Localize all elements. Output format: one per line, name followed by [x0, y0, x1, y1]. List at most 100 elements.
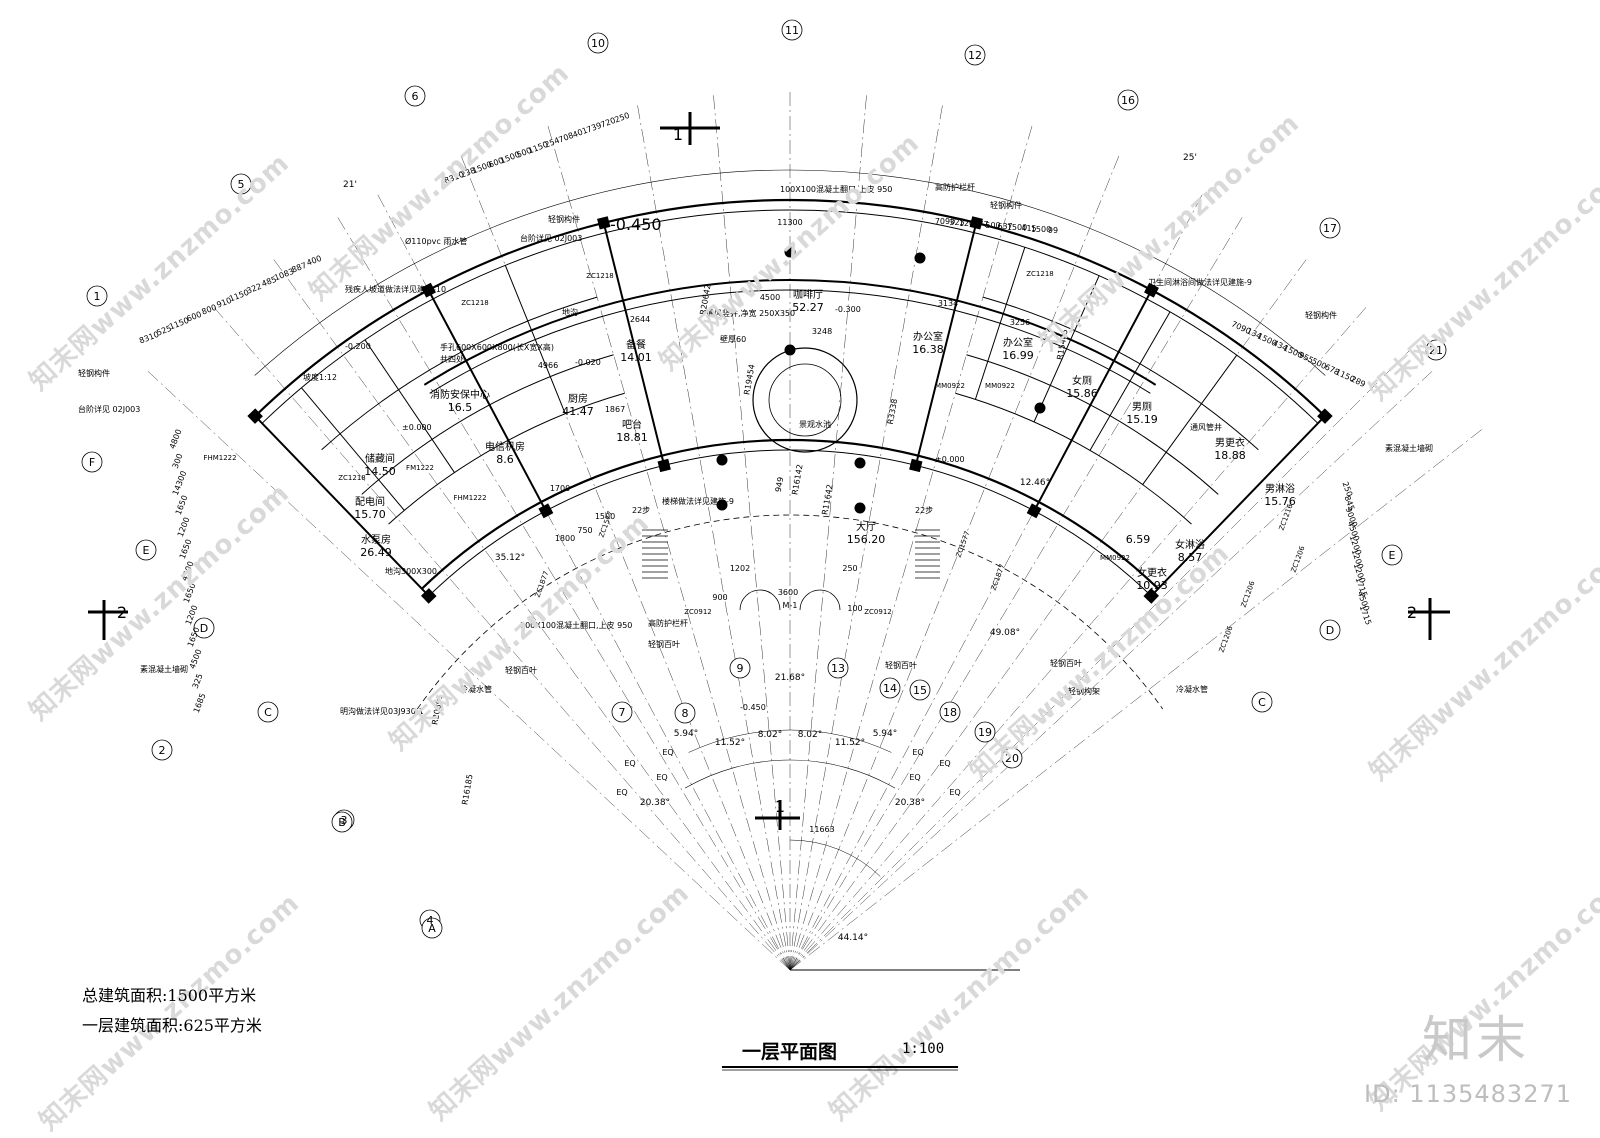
column-square	[421, 282, 436, 298]
axis-bubble-6	[404, 85, 426, 107]
dim-left: 1200	[176, 516, 192, 538]
drawing-scale: 1:100	[902, 1041, 945, 1057]
axis-label-7: 7	[619, 706, 626, 719]
label-ramp-slope: 坡度1:12	[303, 372, 337, 382]
room-name: 女厕	[1072, 374, 1092, 387]
room-name: 消防安保中心	[430, 388, 490, 401]
room-name: 女更衣	[1137, 566, 1167, 579]
axis-bubble-7	[611, 701, 633, 723]
room-name: 配电间	[355, 495, 385, 508]
column-square	[1144, 282, 1159, 298]
room-partition	[1142, 354, 1238, 485]
plan-geometry	[88, 90, 1484, 971]
room-partition	[432, 298, 509, 441]
axis-label-16: 16	[1121, 94, 1135, 107]
axis-bubble-B-0	[331, 811, 353, 833]
dim-angle: 21.68°	[775, 673, 805, 683]
room-name: 水泵房	[361, 533, 391, 546]
dim-center: 11663	[809, 825, 834, 834]
room-area: 8.6	[496, 453, 514, 466]
axis-line-7	[547, 124, 791, 971]
column-round-1	[784, 344, 796, 356]
room-partition	[974, 247, 1026, 400]
dim-left: 1685	[192, 692, 208, 714]
room-area: 18.88	[1214, 449, 1246, 462]
room-name: 女淋浴	[1175, 538, 1205, 551]
axis-label-1: 1	[94, 290, 101, 303]
room-area: 15.76	[1264, 495, 1296, 508]
label-level-m200: -0.200	[345, 342, 371, 351]
axis-line-13	[789, 124, 1033, 971]
label-water-pipe: Ø110pvc 雨水管	[405, 236, 467, 246]
room-area: 6.59	[1126, 533, 1151, 546]
column-square	[597, 216, 611, 230]
dim-misc: 1800	[555, 534, 575, 543]
label-trench-size: 地沟300X300	[385, 566, 437, 576]
label-ac-pipe-right: 冷凝水管	[1176, 684, 1208, 694]
wall-ray-5	[1150, 415, 1326, 597]
label-wall-thickness: 壁厚60	[720, 334, 746, 344]
room-name: 男淋浴	[1265, 482, 1295, 495]
column-round-3	[854, 457, 866, 469]
room-arc-left	[361, 354, 614, 495]
dim-left: 4800	[168, 428, 184, 450]
dim-top-right: 500	[985, 221, 1000, 230]
axis-label-10: 10	[591, 37, 605, 50]
axis-line-11	[789, 93, 867, 971]
label-toilet-note: 卫生间淋浴间做法详见建施-9	[1148, 277, 1252, 287]
dim-top-left-2: 322	[245, 282, 262, 296]
label-step-detail-2: 台阶详见 02J003	[78, 404, 140, 414]
axis-label-12: 12	[968, 49, 982, 62]
room-area: 14.01	[620, 351, 652, 364]
window-tag: ZC1206	[1240, 580, 1257, 609]
dim-misc: 1202	[730, 564, 750, 573]
column-round-2	[716, 454, 728, 466]
dim-top-left-2: 800	[200, 303, 217, 317]
room-name: 咖啡厅	[793, 289, 823, 301]
label-concrete-hole-1: 100X100混凝土翻口,上皮 950	[780, 184, 892, 194]
axis-bubble-D-0	[193, 617, 215, 639]
axis-line-19	[789, 347, 1413, 971]
column-square	[421, 588, 437, 604]
dim-misc: 1867	[605, 405, 625, 414]
dim-center: R11642	[820, 484, 834, 516]
window-tag: ZC0912	[684, 608, 712, 616]
column-round-4	[716, 499, 728, 511]
axis-bubble-8	[674, 702, 696, 724]
dim-angle: 8.02°	[758, 730, 783, 740]
window-tag: ZC1206	[1218, 625, 1235, 654]
axis-label-17: 17	[1323, 222, 1337, 235]
dim-center: 11300	[777, 218, 802, 227]
label-steel-member-3: 轻钢构件	[1305, 310, 1337, 320]
dim-angle: 5.94°	[674, 729, 699, 739]
axis-label-E: E	[1389, 549, 1396, 562]
axis-line-8	[636, 103, 791, 971]
eq-dim-arc	[688, 729, 892, 753]
label-level-m020: -0.020	[575, 358, 601, 367]
image-id-tag: ID: 1135483271	[1364, 1080, 1572, 1108]
axis-bubble-2	[151, 739, 173, 761]
room-area: 52.27	[792, 301, 824, 314]
dim-misc: EQ	[912, 748, 923, 757]
room-area: 156.20	[847, 533, 886, 546]
label-steel-louver-4: 轻钢百叶	[1050, 658, 1082, 668]
dim-misc: 750	[577, 526, 592, 535]
label-level-m300: -0.300	[835, 305, 861, 314]
axis-bubbles	[81, 19, 1447, 939]
dim-misc: EQ	[616, 788, 627, 797]
dim-misc: EQ	[624, 759, 635, 768]
label-railing-1: 高防护栏杆	[935, 182, 975, 192]
room-name: 男更衣	[1215, 436, 1245, 449]
column-square	[247, 408, 263, 424]
dim-misc: 2644	[630, 315, 650, 324]
window-tag: ZC1877	[990, 563, 1007, 592]
column-square	[1143, 588, 1159, 604]
label-scenic-pool: 景观水池	[799, 419, 831, 429]
dim-misc: EQ	[939, 759, 950, 768]
window-tag: FHM1222	[453, 494, 486, 502]
column-round-7	[1034, 402, 1046, 414]
label-plain-wall-left: 素混凝土墙砌	[140, 664, 188, 674]
room-name: 办公室	[1003, 336, 1033, 349]
room-area: 16.38	[912, 343, 944, 356]
